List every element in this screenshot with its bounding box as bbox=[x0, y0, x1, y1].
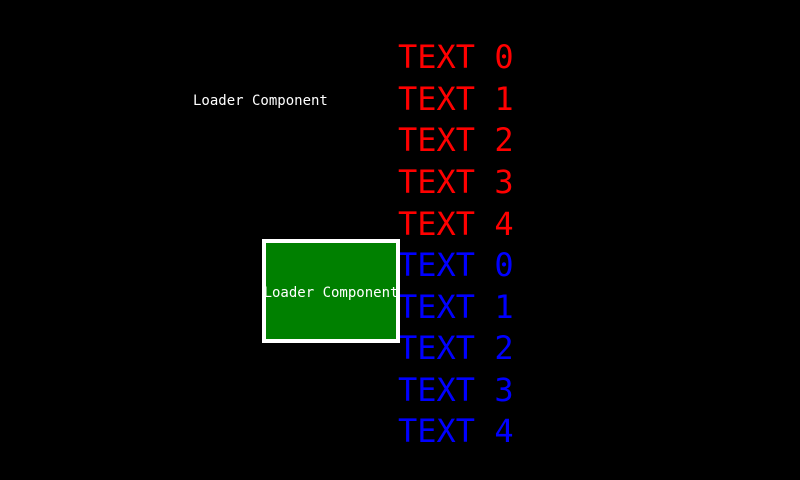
list-item-blue-0[interactable]: TEXT 0 bbox=[398, 246, 514, 284]
list-item-red-1[interactable]: TEXT 1 bbox=[398, 80, 514, 118]
loader-component-panel: Loader Component bbox=[262, 239, 400, 343]
list-item-red-2[interactable]: TEXT 2 bbox=[398, 121, 514, 159]
list-item-blue-1[interactable]: TEXT 1 bbox=[398, 288, 514, 326]
list-item-blue-4[interactable]: TEXT 4 bbox=[398, 412, 514, 450]
loader-component-panel-label: Loader Component bbox=[263, 285, 399, 301]
loader-component-label: Loader Component bbox=[193, 93, 328, 109]
list-item-blue-2[interactable]: TEXT 2 bbox=[398, 329, 514, 367]
list-item-blue-3[interactable]: TEXT 3 bbox=[398, 371, 514, 409]
list-item-red-3[interactable]: TEXT 3 bbox=[398, 163, 514, 201]
list-item-red-4[interactable]: TEXT 4 bbox=[398, 205, 514, 243]
list-item-red-0[interactable]: TEXT 0 bbox=[398, 38, 514, 76]
